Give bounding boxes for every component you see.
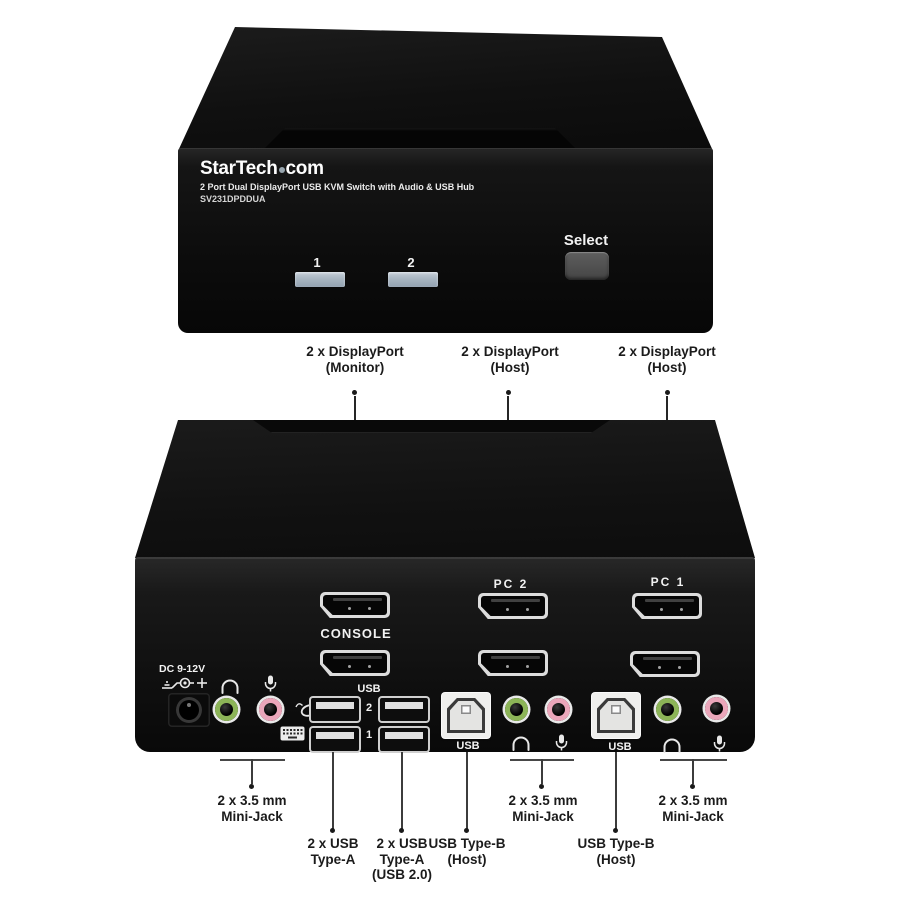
front-grip-notch bbox=[263, 128, 577, 150]
leader-line bbox=[466, 752, 468, 829]
callout-dot bbox=[399, 828, 404, 833]
leader-line bbox=[692, 759, 694, 784]
microphone-icon bbox=[264, 675, 277, 692]
displayport-console-1 bbox=[320, 592, 390, 618]
pc1-port-label: PC 1 bbox=[650, 575, 686, 589]
callout-dot bbox=[352, 390, 357, 395]
usb-b-pc1-label: USB bbox=[608, 741, 632, 753]
audio-jack-mic-pc2 bbox=[547, 698, 570, 721]
callout-dot bbox=[690, 784, 695, 789]
leader-line bbox=[615, 752, 617, 829]
rear-top-face bbox=[135, 420, 755, 558]
port1-led bbox=[295, 272, 345, 287]
rear-grip-notch bbox=[253, 420, 610, 433]
microphone-icon bbox=[713, 735, 726, 752]
power-jack bbox=[168, 693, 210, 727]
displayport-pc2-2 bbox=[478, 650, 548, 676]
usb-hub-label: USB bbox=[357, 683, 381, 695]
audio-jack-headphone-console bbox=[215, 698, 238, 721]
leader-line bbox=[401, 752, 403, 829]
leader-line bbox=[541, 759, 543, 784]
callout-displayport-monitor: 2 x DisplayPort(Monitor) bbox=[306, 344, 404, 375]
callout-dot bbox=[330, 828, 335, 833]
console-label: CONSOLE bbox=[320, 626, 392, 641]
power-label: DC 9-12V bbox=[159, 663, 206, 675]
microphone-icon bbox=[555, 734, 568, 751]
center-positive-polarity-icon bbox=[162, 677, 207, 689]
usb-a-port-keyboard bbox=[311, 728, 359, 751]
keyboard-icon bbox=[280, 726, 305, 741]
usb-a-port-hub2 bbox=[380, 698, 428, 721]
usb-b-port-pc2 bbox=[442, 693, 490, 738]
audio-jack-headphone-pc1 bbox=[656, 698, 679, 721]
callout-dot bbox=[249, 784, 254, 789]
usb-b-port-pc1 bbox=[592, 693, 640, 738]
callout-dot bbox=[506, 390, 511, 395]
port2-number: 2 bbox=[407, 255, 415, 270]
callout-usb-b-pc1: USB Type-B(Host) bbox=[577, 836, 655, 867]
callout-dot bbox=[539, 784, 544, 789]
audio-jack-mic-pc1 bbox=[705, 697, 728, 720]
headphone-icon bbox=[221, 679, 239, 694]
leader-line bbox=[251, 759, 253, 784]
usb-a-port-hub1 bbox=[380, 728, 428, 751]
audio-jack-headphone-pc2 bbox=[505, 698, 528, 721]
audio-jack-mic-console bbox=[259, 698, 282, 721]
port1-number: 1 bbox=[313, 255, 321, 270]
callout-dot bbox=[665, 390, 670, 395]
callout-usb-b-pc2: USB Type-B(Host) bbox=[428, 836, 506, 867]
headphone-icon bbox=[663, 738, 681, 753]
displayport-pc1-2 bbox=[630, 651, 700, 677]
pc2-port-label: PC 2 bbox=[493, 577, 529, 591]
callout-dot bbox=[613, 828, 618, 833]
callout-displayport-host-pc2: 2 x DisplayPort(Host) bbox=[461, 344, 559, 375]
product-model: SV231DPDDUA bbox=[200, 194, 266, 204]
callout-displayport-host-pc1: 2 x DisplayPort(Host) bbox=[618, 344, 716, 375]
leader-line bbox=[332, 752, 334, 829]
front-top-face bbox=[178, 27, 713, 151]
rear-face: PC 2 PC 1 CONSOLE DC 9-12V bbox=[135, 557, 755, 753]
displayport-pc2-1 bbox=[478, 593, 548, 619]
usb-a-port-mouse bbox=[311, 698, 359, 721]
port2-led bbox=[388, 272, 438, 287]
usb-b-pc2-label: USB bbox=[456, 740, 480, 752]
select-label: Select bbox=[563, 232, 609, 249]
headphone-icon bbox=[512, 736, 530, 751]
select-button bbox=[565, 252, 609, 280]
callout-dot bbox=[464, 828, 469, 833]
displayport-console-2 bbox=[320, 650, 390, 676]
product-title: 2 Port Dual DisplayPort USB KVM Switch w… bbox=[200, 182, 475, 192]
usb-hub-port2-number: 2 bbox=[365, 702, 373, 714]
gear-dot-icon bbox=[278, 167, 285, 173]
displayport-pc1-1 bbox=[632, 593, 702, 619]
usb-hub-port1-number: 1 bbox=[365, 729, 373, 741]
